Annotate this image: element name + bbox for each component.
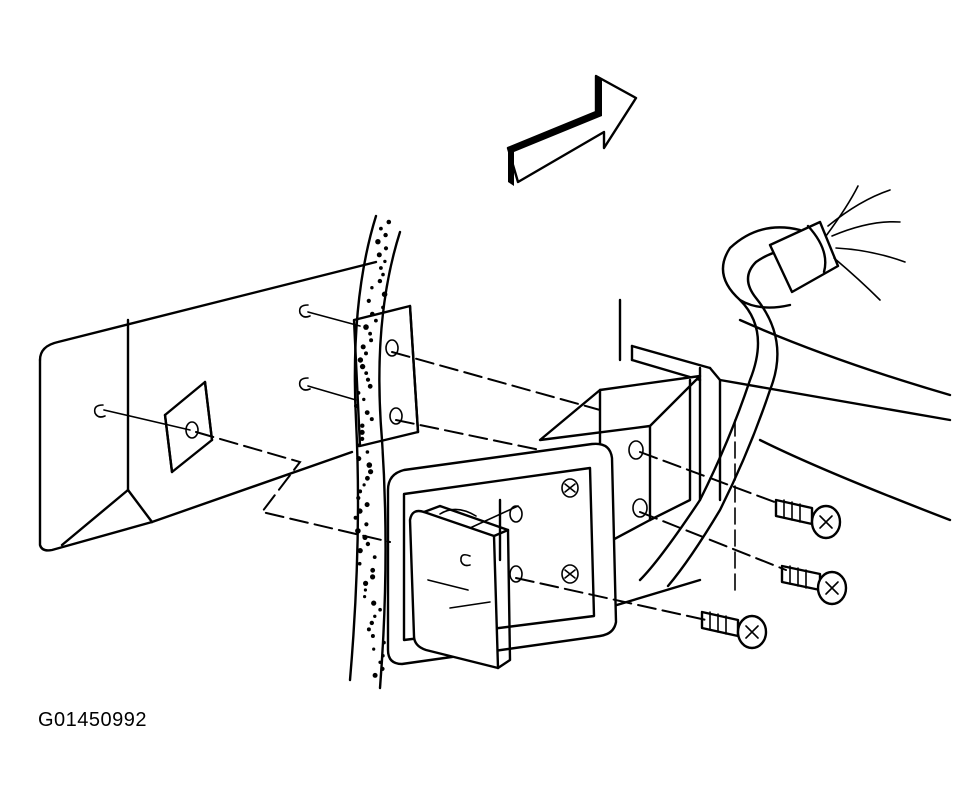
lamp-lens	[408, 504, 512, 670]
seal-stipple-dot	[360, 344, 366, 350]
seal-stipple-dot	[372, 555, 377, 559]
seal-stipple-dot	[363, 324, 369, 330]
seal-stipple-dot	[356, 443, 361, 448]
seal-stipple-dot	[354, 403, 359, 409]
seal-stipple-dot	[365, 450, 370, 454]
seal-stipple-dot	[365, 475, 370, 481]
seal-stipple-dot	[381, 654, 385, 658]
seal-stipple-dot	[383, 232, 388, 238]
assembly-lines	[103, 311, 787, 621]
seal-stipple-dot	[356, 391, 361, 395]
seal-stipple-dot	[365, 541, 371, 547]
seal-stipple-dot	[378, 660, 382, 664]
seal-stipple-dot	[370, 574, 376, 580]
seal-stipple-dot	[359, 429, 365, 435]
seal-stipple-dot	[364, 502, 370, 508]
seal-stipple-dot	[362, 397, 366, 402]
seal-stipple-dot	[358, 489, 363, 494]
seal-stipple-dot	[375, 239, 381, 245]
screw-3	[700, 610, 768, 650]
seal-stipple-dot	[366, 627, 371, 632]
seal-stipple-dot	[382, 640, 386, 645]
seal-stipple-dot	[359, 363, 366, 370]
seal-stipple-dot	[368, 331, 372, 336]
seal-stipple-dot	[378, 607, 382, 612]
seal-stipple-dot	[364, 351, 368, 356]
seal-stipple-dot	[381, 305, 385, 310]
small-retainer-plate	[163, 380, 214, 474]
seal-stipple-dot	[368, 469, 374, 475]
body-structure	[618, 298, 952, 591]
screw-2	[780, 564, 848, 606]
seal-stipple-dot	[386, 219, 392, 225]
figure-id-label: G01450992	[38, 709, 148, 731]
seal-stipple-dot	[379, 226, 383, 231]
seal-stipple-dot	[383, 246, 389, 251]
seal-stipple-dot	[356, 456, 362, 462]
seal-stipple-dot	[371, 600, 377, 606]
seal-stipple-dot	[379, 266, 383, 270]
seal-stipple-dot	[369, 338, 374, 343]
seal-stipple-dot	[357, 357, 364, 363]
seal-stipple-dot	[360, 436, 365, 441]
seal-stipple-dot	[381, 272, 385, 277]
seal-stipple-dot	[357, 548, 363, 554]
seal-stipple-dot	[373, 614, 377, 618]
seal-stipple-dot	[360, 423, 365, 428]
seal-stipple-dot	[372, 647, 376, 651]
seal-stipple-dot	[370, 567, 376, 573]
screw-1	[774, 498, 842, 540]
seal-stipple-dot	[381, 291, 388, 298]
seal-stipple-dot	[372, 672, 378, 678]
trim-panel	[38, 260, 378, 552]
seal-stipple-dot	[357, 561, 362, 566]
seal-stipple-dot	[367, 383, 373, 389]
seal-stipple-dot	[366, 298, 371, 303]
seal-stipple-dot	[369, 417, 374, 422]
seal-stipple-dot	[370, 286, 374, 290]
seal-stipple-dot	[369, 620, 374, 626]
seal-stipple-dot	[362, 483, 366, 487]
seal-stipple-dot	[356, 495, 361, 501]
seal-stipple-dot	[363, 595, 367, 599]
seal-stipple-dot	[380, 666, 385, 672]
seal-stipple-dot	[370, 634, 375, 638]
seal-stipple-dot	[355, 528, 361, 534]
seal-stipple-dot	[366, 462, 373, 468]
seal-stipple-dot	[365, 377, 371, 382]
seal-stipple-dot	[377, 278, 383, 284]
seal-stipple-dot	[363, 588, 367, 592]
seal-stipple-dot	[383, 259, 387, 264]
seal-stipple-dot	[364, 371, 369, 375]
wiring-harness	[638, 185, 906, 588]
seal-stipple-dot	[363, 580, 369, 587]
seal-stipple-dot	[353, 515, 358, 520]
seal-stipple-dot	[376, 252, 382, 258]
seal-stipple-dot	[364, 522, 369, 527]
seal-stipple-dot	[370, 311, 375, 317]
seal-stipple-dot	[357, 508, 363, 514]
body-panel-seal	[348, 214, 402, 690]
direction-arrow	[506, 74, 638, 186]
seal-stipple-dot	[374, 318, 378, 323]
seal-stipple-dot	[364, 410, 370, 415]
